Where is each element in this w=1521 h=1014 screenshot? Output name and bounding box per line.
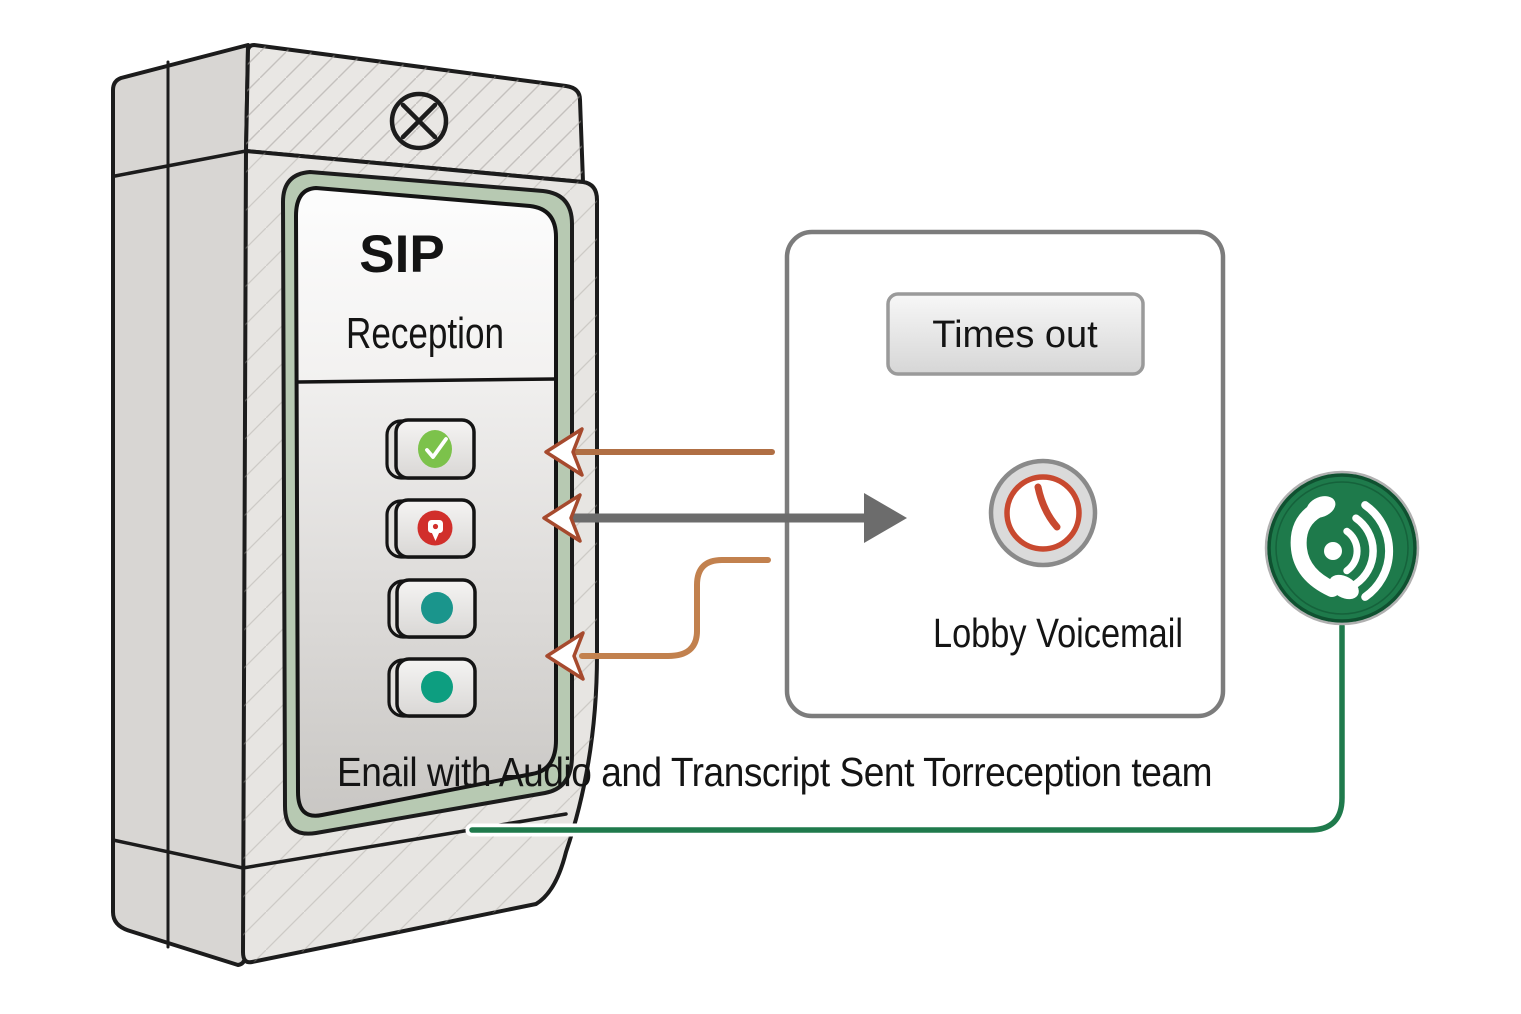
arrow-middle-left-head-icon: [542, 493, 582, 543]
phone-call-waves-icon: [1264, 470, 1420, 626]
option-button-3: [387, 578, 477, 639]
arrow-scurve-head-icon: [545, 631, 585, 681]
device-buttons: [385, 418, 477, 718]
arrow-scurve-line: [579, 557, 771, 659]
clock-hand: [1034, 483, 1061, 531]
cancel-circle-x-icon: [389, 91, 449, 151]
intercom-device: SIP Reception: [111, 43, 599, 967]
left-face-top-band-line: [113, 149, 248, 178]
device-left-face: [111, 43, 250, 967]
timeout-box: Times out Lobby Voicemail: [784, 229, 1226, 719]
front-face-bottom-band-line: [241, 812, 568, 870]
screen-title: SIP: [359, 225, 444, 284]
option-button-4: [387, 657, 477, 718]
flow-arrows: [542, 427, 907, 681]
voicemail-connector: [465, 619, 1349, 837]
handset-shape: [1290, 502, 1340, 597]
arrow-top-head-icon: [544, 427, 584, 477]
destination-label: Lobby Voicemail: [933, 610, 1183, 656]
times-out-label: Times out: [932, 314, 1098, 356]
dot-icon: [421, 671, 453, 703]
hangup-button: [385, 498, 476, 559]
check-icon: [418, 430, 452, 468]
clock-icon: [988, 458, 1098, 568]
arrow-middle-right-head-icon: [864, 493, 907, 543]
connector-line: [469, 623, 1345, 833]
dot-icon: [421, 592, 453, 624]
screen-divider-line: [296, 377, 558, 384]
times-out-badge: [886, 292, 1145, 376]
answer-button: [385, 418, 476, 480]
caption-text: Enail with Audio and Transcript Sent Tor…: [337, 749, 1212, 795]
screen-subtitle: Reception: [346, 309, 504, 358]
wave-dot: [1324, 542, 1342, 560]
screen-label-area: [296, 188, 556, 382]
screen-border: [294, 186, 558, 818]
left-face-bottom-band-line: [111, 838, 245, 870]
